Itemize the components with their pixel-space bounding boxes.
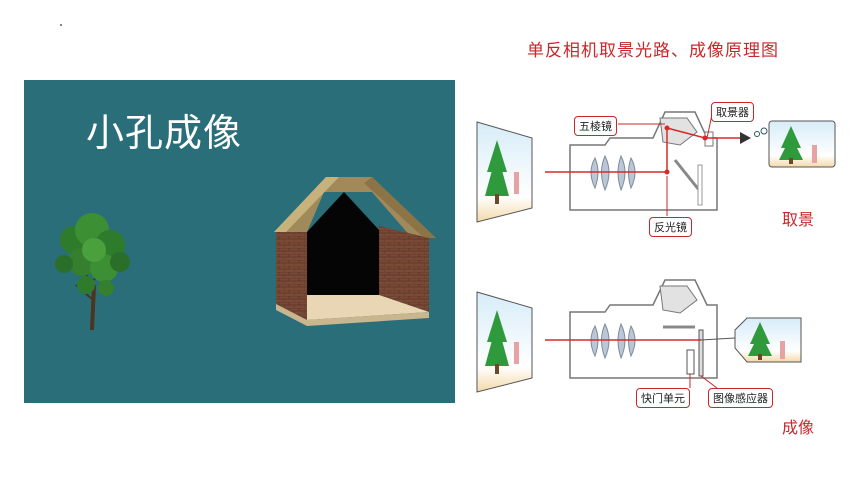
scene-picture-2 <box>476 291 533 393</box>
shutter-unit <box>686 349 695 375</box>
decorative-dot <box>60 24 62 26</box>
pentaprism-label: 五棱镜 <box>574 116 617 136</box>
scene-picture <box>476 121 533 223</box>
dark-box-house <box>274 177 436 326</box>
mirror-label: 反光镜 <box>649 217 692 237</box>
slr-title: 单反相机取景光路、成像原理图 <box>527 41 779 61</box>
viewfinder-picture <box>768 120 836 168</box>
viewfinder-label: 取景器 <box>711 102 754 122</box>
captured-picture <box>734 317 802 363</box>
shutter-label: 快门单元 <box>636 388 690 408</box>
viewfinder-diagram <box>476 109 836 223</box>
pinhole-scene <box>55 177 436 330</box>
camera-body-2 <box>569 279 718 379</box>
imaging-diagram <box>476 279 802 393</box>
imaging-caption: 成像 <box>782 418 815 437</box>
eye-icon <box>740 127 768 144</box>
tree-icon <box>55 213 130 330</box>
pinhole-panel: 小孔成像 <box>24 80 455 403</box>
slr-diagrams <box>476 109 836 393</box>
mirror <box>673 159 701 191</box>
viewfinder-caption: 取景 <box>782 210 815 229</box>
lens-elements-2 <box>590 322 636 360</box>
pinhole-title: 小孔成像 <box>86 111 243 155</box>
sensor-label: 图像感应器 <box>708 388 773 408</box>
lens-elements <box>590 154 636 192</box>
image-sensor <box>698 329 704 377</box>
